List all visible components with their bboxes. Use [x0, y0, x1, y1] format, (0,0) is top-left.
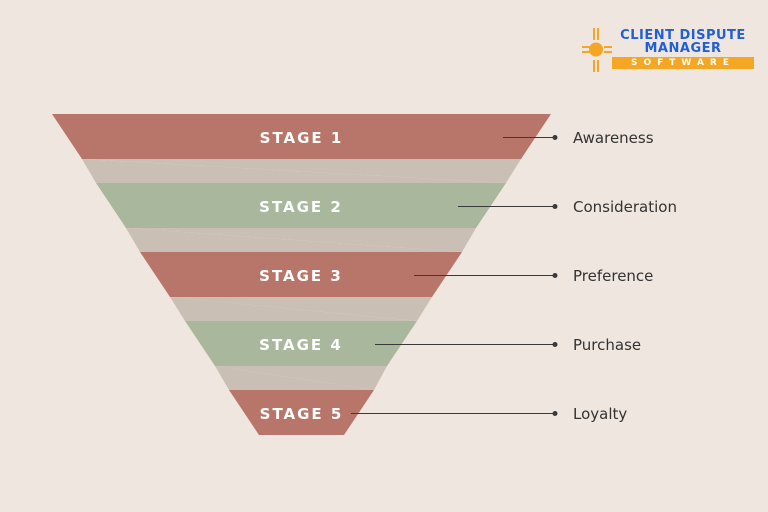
- pointer-dot-2: [552, 204, 558, 209]
- funnel-band-2: [96, 183, 506, 228]
- funnel-connector-4b: [215, 366, 387, 390]
- funnel-connector-2b: [126, 228, 476, 252]
- logo-line-2: MANAGER: [644, 41, 722, 56]
- pointer-dot-3: [552, 273, 558, 278]
- logo-line-3: SOFTWARE: [612, 57, 754, 69]
- stage-2-name: Consideration: [573, 197, 677, 216]
- funnel-band-4: [185, 321, 417, 366]
- stage-1-name: Awareness: [573, 128, 654, 147]
- stage-5-label: STAGE 5: [259, 404, 344, 423]
- stage-5-name: Loyalty: [573, 404, 628, 423]
- funnel-band-1: [52, 114, 551, 159]
- funnel-band-3: [140, 252, 462, 297]
- stage-1-label: STAGE 1: [259, 128, 344, 147]
- funnel-band-5: [229, 390, 374, 435]
- stage-2-label: STAGE 2: [259, 197, 343, 216]
- stage-4-label: STAGE 4: [259, 335, 343, 354]
- pointer-dot-1: [552, 135, 558, 140]
- pointer-dot-5: [552, 411, 558, 416]
- stage-4-name: Purchase: [573, 335, 642, 354]
- funnel-connector-1b: [82, 159, 521, 183]
- brand-logo: CLIENT DISPUTE MANAGER SOFTWARE: [582, 26, 758, 74]
- stage-3-label: STAGE 3: [259, 266, 343, 285]
- stage-3-name: Preference: [573, 266, 654, 285]
- pointer-dot-4: [552, 342, 558, 347]
- zia-sun-icon: [582, 28, 612, 72]
- funnel-connector-3b: [170, 297, 432, 321]
- logo-line-1: CLIENT DISPUTE: [620, 28, 746, 43]
